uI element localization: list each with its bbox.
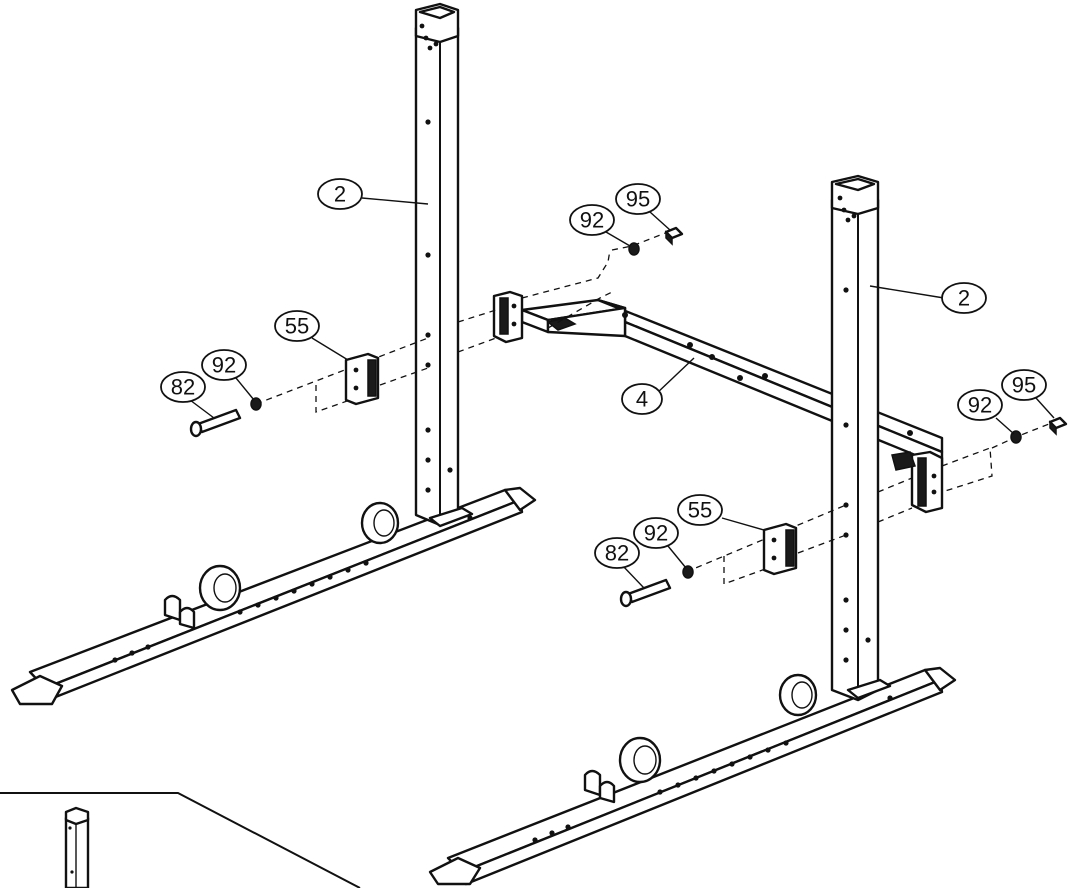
- svg-text:95: 95: [1012, 373, 1036, 398]
- callout-bolt-right: 82: [594, 537, 645, 589]
- left-upright: [414, 2, 474, 528]
- right-base-rail: [428, 666, 957, 886]
- left-bolt-82: [189, 408, 242, 438]
- top-left-washer-92: [628, 242, 640, 256]
- callout-bolt-left: 82: [160, 371, 215, 419]
- callout-upright-right: 2: [869, 282, 987, 314]
- inset-detail: [0, 792, 361, 888]
- callout-plate-left: 55: [274, 310, 349, 361]
- left-plate-55: [344, 352, 380, 406]
- callout-plate-right: 55: [677, 494, 765, 531]
- right-rear-wheel: [778, 673, 818, 717]
- svg-text:92: 92: [580, 208, 604, 233]
- left-base-rail: [10, 486, 537, 706]
- svg-text:82: 82: [171, 375, 195, 400]
- svg-text:92: 92: [212, 353, 236, 378]
- left-pivot-tab: [163, 594, 196, 630]
- svg-text:2: 2: [958, 286, 970, 311]
- right-washer-92: [682, 565, 694, 579]
- callout-upright-left: 2: [317, 178, 429, 210]
- left-front-wheel: [198, 564, 242, 612]
- svg-text:92: 92: [644, 521, 668, 546]
- left-nut-95: [664, 226, 684, 246]
- right-nut-95: [1048, 416, 1068, 436]
- left-washer-92: [250, 397, 262, 411]
- svg-text:82: 82: [605, 541, 629, 566]
- svg-text:2: 2: [334, 182, 346, 207]
- right-upright: [830, 174, 892, 702]
- svg-text:95: 95: [626, 187, 650, 212]
- svg-text:92: 92: [968, 393, 992, 418]
- callout-washer-top-left: 92: [569, 204, 631, 247]
- right-bolt-82: [619, 578, 672, 608]
- callout-crossbar: 4: [621, 357, 695, 415]
- right-hardware: [619, 416, 1068, 608]
- left-rear-wheel: [360, 501, 400, 545]
- right-plate-55: [762, 522, 798, 576]
- right-front-wheel: [618, 736, 662, 784]
- right-pivot-tab: [583, 769, 616, 804]
- svg-text:55: 55: [688, 498, 712, 523]
- callout-nut-left: 95: [615, 183, 671, 231]
- svg-text:55: 55: [285, 314, 309, 339]
- callout-washer-right: 92: [633, 517, 687, 569]
- callout-nut-right: 95: [1001, 369, 1055, 419]
- left-hardware: [189, 226, 684, 438]
- callout-washer-left: 92: [201, 349, 255, 401]
- svg-text:4: 4: [636, 387, 648, 412]
- callout-washer-top-right: 92: [957, 389, 1015, 435]
